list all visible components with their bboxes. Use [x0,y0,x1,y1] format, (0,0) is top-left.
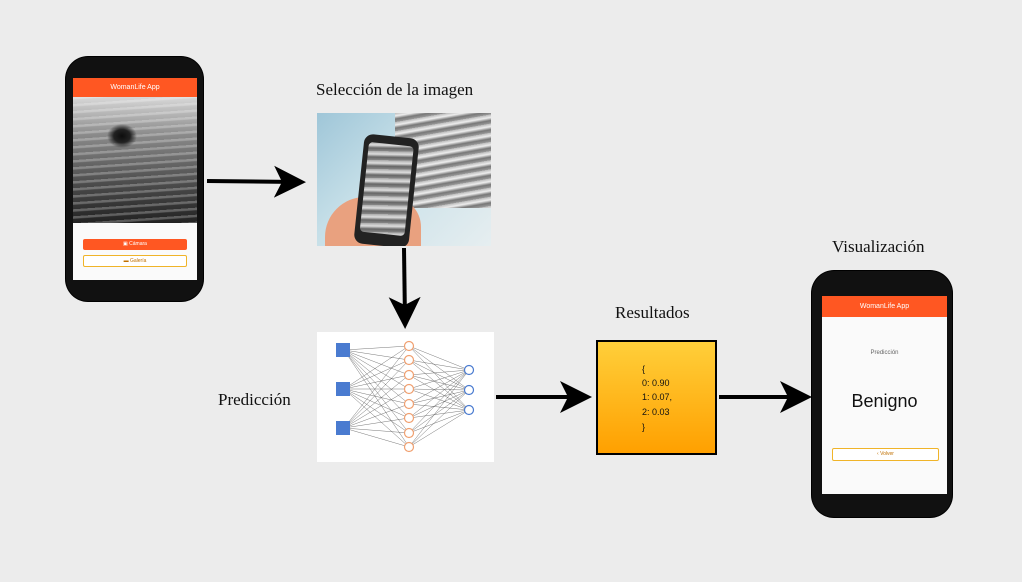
nn-input-node [336,382,350,396]
chevron-left-icon: ‹ [877,451,879,457]
gallery-icon: ▬ [123,258,129,264]
camera-button[interactable]: ▣ Cámara [83,239,187,250]
results-json-box: { 0: 0.90 1: 0.07, 2: 0.03 } [596,340,717,455]
ultrasound-image [73,97,197,223]
neural-network-graphic [317,332,494,462]
nn-output-node [463,404,475,416]
nn-connection [343,349,410,448]
nn-connection [408,359,470,411]
nn-connection [408,409,470,448]
phone-input-screen: WomanLife App ▣ Cámara ▬ Galería [73,78,197,280]
label-prediction: Predicción [218,390,291,409]
nn-connection [408,369,470,390]
nn-connection [408,389,470,434]
nn-connection [408,369,470,376]
nn-connection [408,389,470,405]
result-line: { [642,364,646,374]
app-title-bar: WomanLife App [822,296,947,317]
prediction-value: Benigno [851,391,918,411]
nn-connection [408,369,470,448]
camera-icon: ▣ [123,241,128,247]
nn-connection [408,388,470,411]
nn-connection [343,359,410,429]
nn-connection [343,349,410,419]
label-visualization: Visualización [832,237,925,256]
result-line: 1: 0.07, [642,392,673,402]
nn-connection [343,388,410,405]
result-line: 0: 0.90 [642,378,670,388]
nn-connection [408,374,470,391]
nn-connection [408,359,470,371]
nn-input-node [336,421,350,435]
nn-connection [343,359,410,390]
label-select-image: Selección de la imagen [316,80,474,99]
nn-connection [343,349,410,361]
label-results: Resultados [615,303,690,322]
phone-output: WomanLife App Predicción Benigno ‹ Volve… [812,271,952,517]
nn-hidden-node [403,383,415,395]
phone-input: WomanLife App ▣ Cámara ▬ Galería [66,57,203,301]
nn-hidden-node [403,354,415,366]
nn-connection [343,427,410,448]
nn-connection [343,388,410,419]
back-button[interactable]: ‹ Volver [832,448,939,461]
nn-connection [343,345,410,351]
nn-connection [343,417,410,429]
nn-input-node [336,343,350,357]
nn-hidden-node [403,340,415,352]
nn-connection [343,345,410,429]
photo-hand-phone [317,113,491,246]
nn-connection [343,345,410,390]
nn-connection [343,388,410,429]
nn-connection [343,388,410,448]
result-line: 2: 0.03 [642,407,670,417]
nn-connection [408,389,470,448]
nn-connection [343,403,410,429]
nn-output-node [463,384,475,396]
nn-connection [343,349,410,376]
nn-connection [343,388,410,434]
result-line: } [642,422,646,432]
nn-connection [408,374,470,411]
arrow-phone-to-selection [206,165,306,198]
nn-connection [343,374,410,429]
nn-connection [408,359,470,391]
nn-hidden-node [403,412,415,424]
nn-connection [408,369,470,434]
nn-connection [408,388,470,391]
nn-hidden-node [403,441,415,453]
nn-connection [343,349,410,390]
nn-connection [408,369,470,405]
nn-hidden-node [403,369,415,381]
nn-hidden-node [403,398,415,410]
nn-connection [343,374,410,390]
nn-connection [408,409,470,419]
nn-connection [408,345,470,371]
nn-connection [343,349,410,434]
nn-connection [408,409,470,434]
nn-hidden-node [403,427,415,439]
nn-connection [343,349,410,405]
gallery-button[interactable]: ▬ Galería [83,255,187,267]
app-title-bar: WomanLife App [73,78,197,97]
nn-connection [343,427,410,434]
phone-output-screen: WomanLife App Predicción Benigno ‹ Volve… [822,296,947,494]
nn-connection [408,403,470,411]
nn-output-node [463,364,475,376]
prediction-label: Predicción [870,350,899,356]
nn-connection [408,389,470,419]
arrow-selection-to-prediction [388,247,421,329]
nn-connection [408,369,470,419]
